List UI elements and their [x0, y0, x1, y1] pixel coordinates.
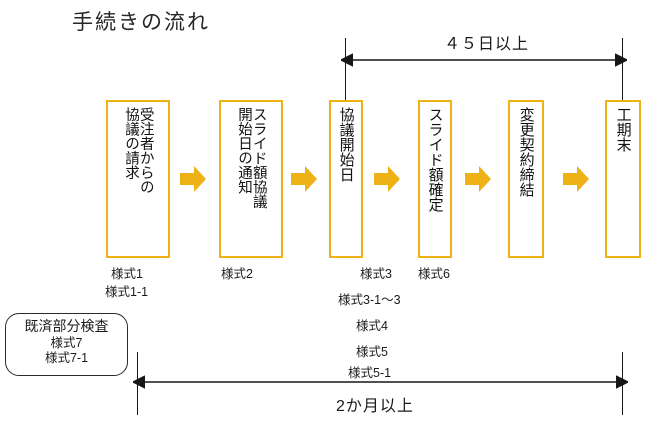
- measure-bottom-arrow-line: [133, 374, 628, 390]
- form-label-step-3-2: 様式4: [356, 319, 388, 333]
- flow-box-step-2-col-0: スライド額協議: [250, 107, 267, 209]
- flow-arrow-2: [291, 165, 317, 193]
- inspection-note-title: 既済部分検査: [24, 318, 109, 334]
- inspection-note-form-1: 様式7-1: [44, 351, 89, 366]
- form-label-step-1-1: 様式1-1: [105, 285, 149, 299]
- inspection-note-form-0: 様式7: [50, 335, 83, 350]
- flow-box-step-4[interactable]: スライド額確定: [418, 100, 452, 258]
- flow-box-step-5-col-0: 変更契約締結: [517, 107, 535, 197]
- flow-arrow-3: [374, 165, 400, 193]
- flow-box-step-3-col-0: 協議開始日: [337, 107, 355, 182]
- flow-box-step-3[interactable]: 協議開始日: [329, 100, 363, 258]
- form-label-step-3-0: 様式3: [360, 267, 392, 281]
- measure-top-arrow-line: [341, 52, 627, 68]
- connector-line-box3: [345, 60, 346, 102]
- flow-box-step-2[interactable]: スライド額協議 開始日の通知: [219, 100, 283, 258]
- form-label-step-2-0: 様式2: [221, 267, 253, 281]
- form-label-step-3-1: 様式3-1〜3: [338, 293, 401, 307]
- flow-box-step-5[interactable]: 変更契約締結: [508, 100, 544, 258]
- flow-arrow-5: [563, 165, 589, 193]
- flow-box-step-6[interactable]: 工期末: [605, 100, 641, 258]
- flow-box-step-1[interactable]: 受注者からの 協議の請求: [106, 100, 170, 258]
- form-label-step-1-0: 様式1: [111, 267, 143, 281]
- flow-box-step-1-col-0: 受注者からの: [137, 107, 154, 194]
- connector-line-box6: [622, 60, 623, 102]
- measure-top-label: ４５日以上: [444, 36, 530, 53]
- flow-box-step-4-col-0: スライド額確定: [426, 107, 444, 212]
- flow-box-step-6-col-0: 工期末: [614, 107, 632, 152]
- flow-box-step-1-col-1: 協議の請求: [123, 107, 139, 180]
- flow-arrow-4: [465, 165, 491, 193]
- page-title: 手続きの流れ: [72, 11, 210, 34]
- flow-box-step-2-col-1: 開始日の通知: [236, 107, 252, 194]
- measure-bottom-label: 2か月以上: [336, 398, 414, 415]
- flow-arrow-1: [180, 165, 206, 193]
- form-label-step-4-0: 様式6: [418, 267, 450, 281]
- inspection-note-box[interactable]: 既済部分検査 様式7 様式7-1: [5, 313, 128, 376]
- form-label-step-3-3: 様式5: [356, 345, 388, 359]
